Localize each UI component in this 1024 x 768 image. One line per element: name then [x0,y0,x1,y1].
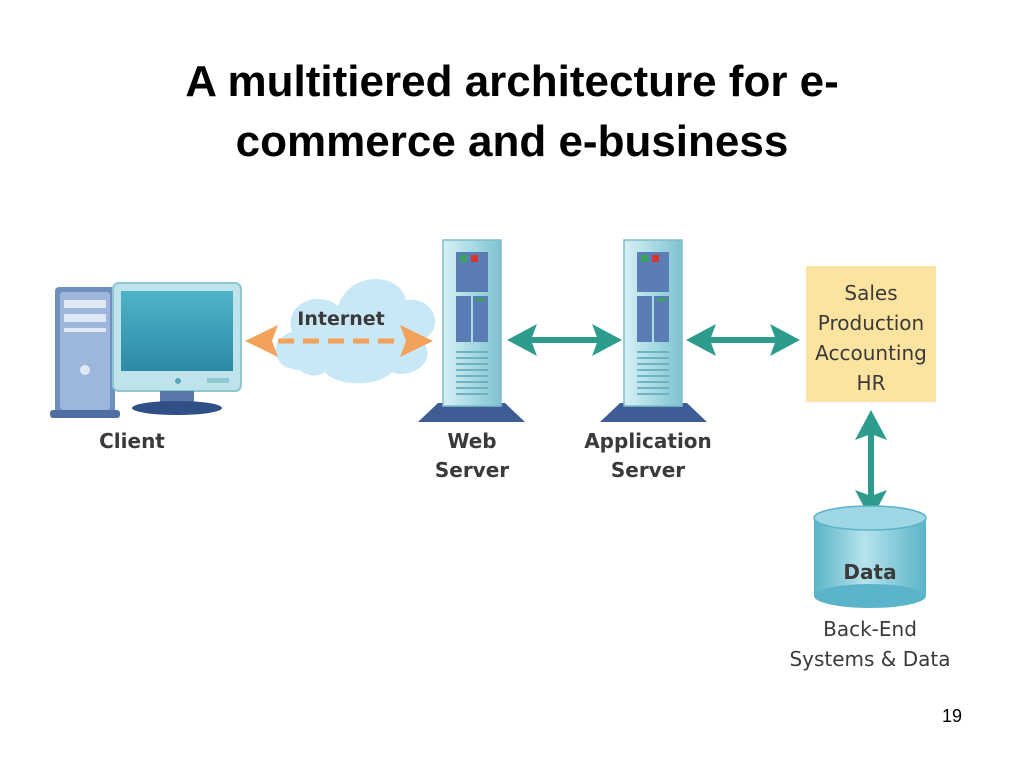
app-business-arrow [686,324,800,356]
slide-title: A multitiered architecture for e- commer… [0,52,1024,172]
app-server-label-line-1: Application [584,429,712,453]
internet-label: Internet [297,308,384,330]
web-server-label-line-1: Web [447,429,496,453]
data-label: Data [843,560,896,584]
client-label: Client [99,429,165,453]
title-line-2: commerce and e-business [235,117,789,166]
web-server-tower-icon [418,239,525,422]
business-item-sales: Sales [844,281,897,305]
web-app-arrow [507,324,622,356]
business-item-hr: HR [857,371,886,395]
data-cylinder-icon [813,505,927,608]
business-data-arrow [855,410,887,520]
app-server-label-line-2: Server [611,458,685,482]
back-end-label-line-1: Back-End [823,617,917,641]
internet-cloud-icon [275,278,436,384]
web-server-label-line-2: Server [435,458,509,482]
back-end-label-line-2: Systems & Data [789,647,950,671]
business-item-accounting: Accounting [815,341,927,365]
page-number: 19 [941,706,962,726]
business-systems-box: Sales Production Accounting HR [806,266,936,402]
client-computer-icon [50,282,242,418]
title-line-1: A multitiered architecture for e- [185,57,839,106]
business-item-production: Production [818,311,924,335]
application-server-tower-icon [600,239,707,422]
internet-arrow [245,325,433,357]
